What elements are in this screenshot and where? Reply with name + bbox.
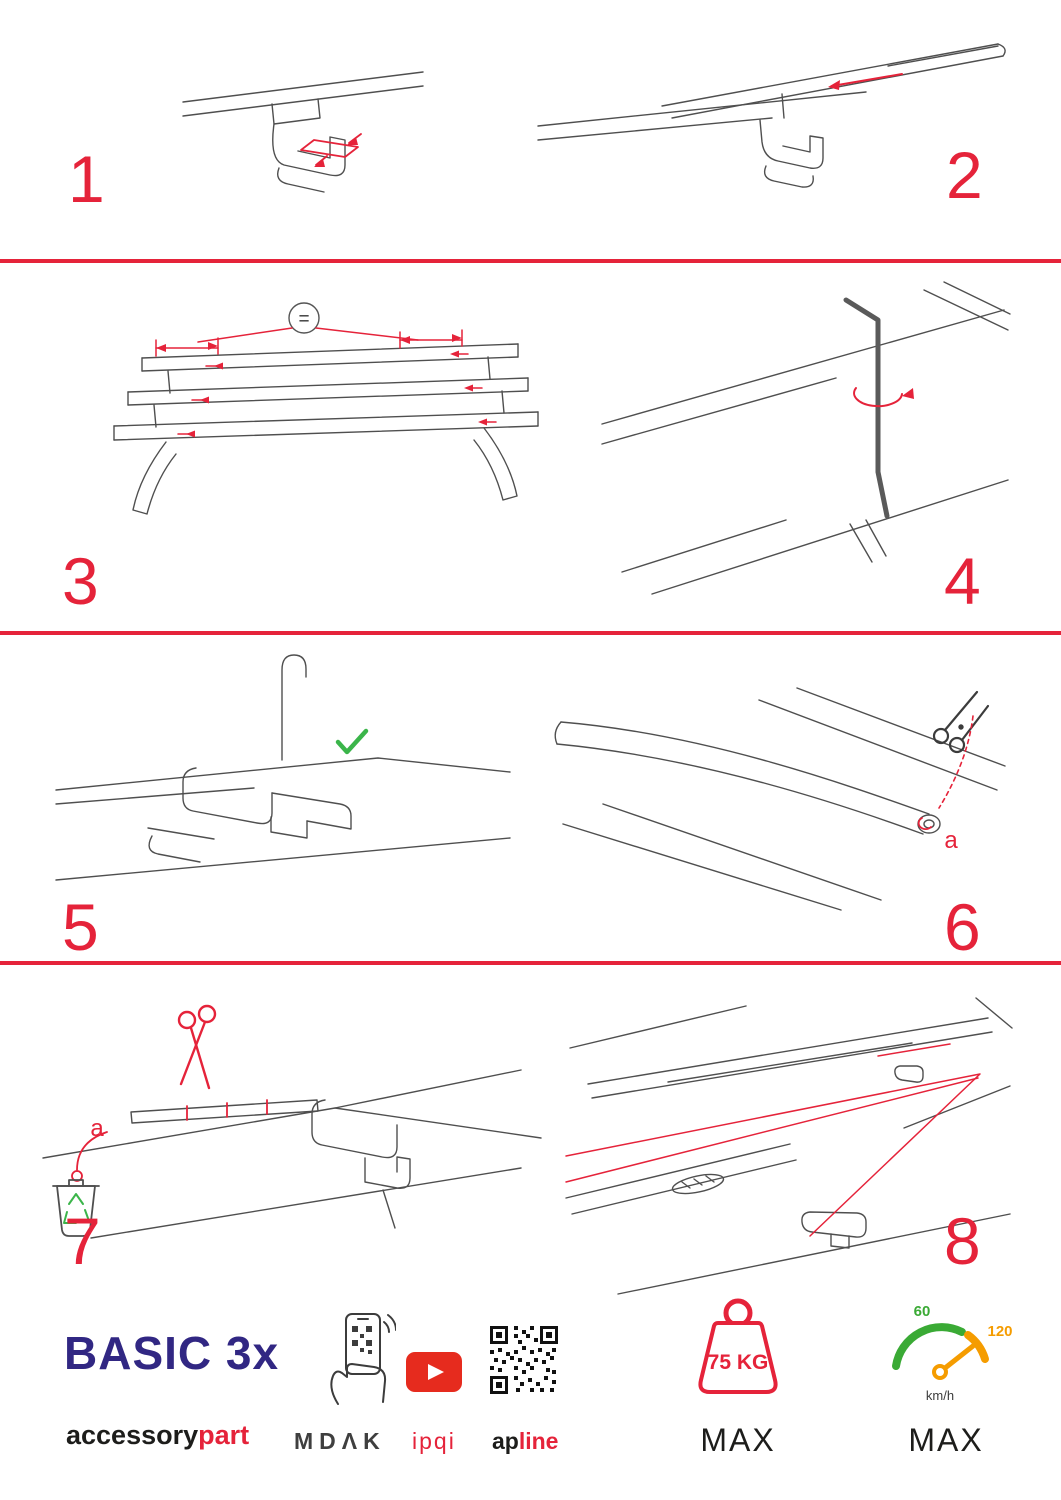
- allen-key: [843, 297, 890, 519]
- step-number-2: 2: [946, 138, 983, 212]
- brand-logo-red: part: [198, 1420, 250, 1450]
- cut-part-label: a: [90, 1115, 104, 1142]
- check-icon: [335, 728, 369, 755]
- scissors-icon: [932, 690, 990, 754]
- step-6-illustration: a: [554, 687, 1006, 911]
- step-number-8: 8: [944, 1204, 981, 1278]
- recycle-icon: [63, 1193, 90, 1224]
- step-number-5: 5: [62, 890, 99, 964]
- speedometer-icon: 60 120 km/h: [892, 1303, 1013, 1403]
- speed-tick-low: 60: [914, 1303, 931, 1320]
- scissors-icon: [177, 1004, 217, 1090]
- trash-icon: [52, 1179, 100, 1237]
- brand-logo-mdak: MDΛK: [294, 1428, 386, 1454]
- product-name: BASIC 3x: [64, 1327, 280, 1379]
- brand-logo-accessorypart: accessorypart: [66, 1420, 249, 1451]
- step-number-6: 6: [944, 890, 981, 964]
- section-divider: [0, 961, 1061, 965]
- step-8-illustration: [565, 997, 1013, 1295]
- youtube-icon: [406, 1352, 462, 1392]
- step-3-illustration: =: [113, 302, 539, 515]
- step-7-illustration: a: [42, 1004, 542, 1239]
- step-4-illustration: [601, 281, 1011, 595]
- step-number-7: 7: [64, 1204, 101, 1278]
- brand-logo-line: line: [518, 1428, 559, 1454]
- speed-tick-high: 120: [987, 1323, 1012, 1340]
- brand-logo-ipqi: ipqi: [412, 1428, 456, 1454]
- rotate-arrow: [853, 387, 914, 408]
- step-number-4: 4: [944, 544, 981, 618]
- phone-scan-icon: [330, 1313, 396, 1405]
- step-1-illustration: [182, 71, 424, 193]
- step-2-illustration: [537, 43, 1006, 188]
- step-5-illustration: [55, 654, 511, 881]
- max-load-value: 75 KG: [708, 1351, 769, 1374]
- step-number-1: 1: [68, 142, 105, 216]
- weight-icon: 75 KG: [698, 1298, 778, 1394]
- slide-direction-arrow: [828, 73, 903, 90]
- brand-logo-black: accessory: [66, 1420, 199, 1450]
- cut-part-label: a: [944, 827, 958, 854]
- cut-ticks-and-lasso: [71, 1099, 268, 1182]
- step-number-3: 3: [62, 544, 99, 618]
- brand-logo-apline: apline: [492, 1428, 558, 1455]
- max-load-label: MAX: [700, 1422, 776, 1458]
- insert-pad-highlight: [300, 133, 362, 167]
- speed-unit: km/h: [926, 1388, 954, 1403]
- alignment-guides: [565, 1043, 981, 1237]
- equal-spacing-guides: [155, 327, 497, 438]
- section-divider: [0, 259, 1061, 263]
- brand-logo-ap: ap: [492, 1428, 519, 1454]
- cut-mark: [917, 715, 974, 830]
- qr-code: [490, 1326, 558, 1394]
- speed-max-label: MAX: [908, 1422, 984, 1458]
- section-divider: [0, 631, 1061, 635]
- equal-spacing-label: =: [298, 309, 309, 330]
